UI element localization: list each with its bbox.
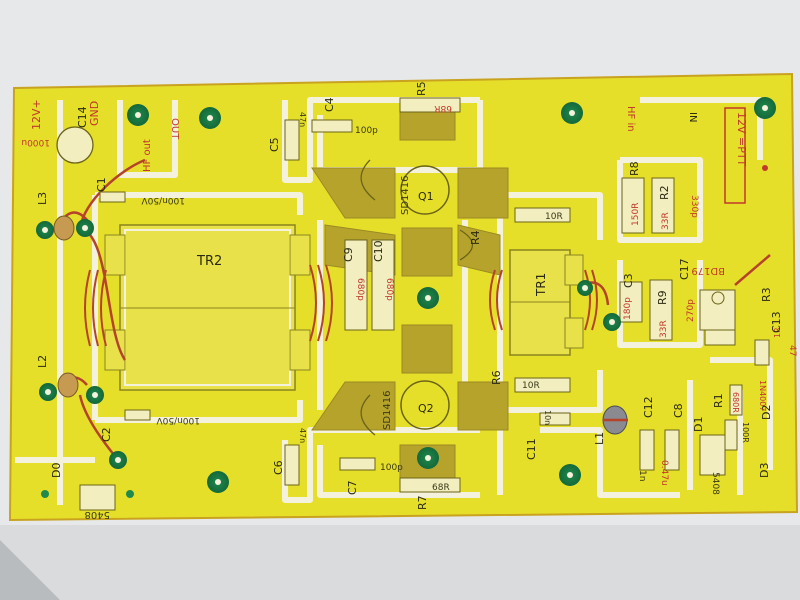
c10-ref: C10 xyxy=(372,240,385,262)
labels: 12V+ GND C14 1000u HF out OUT C1 100n/50… xyxy=(21,81,797,520)
c13-value: 47 xyxy=(787,345,797,356)
q2-part: SD1416 xyxy=(382,391,393,431)
copper-isolation-gaps xyxy=(15,97,773,505)
l2-body xyxy=(57,372,79,398)
r9-value: 33R xyxy=(659,320,669,338)
r4-value: 10R xyxy=(545,212,563,222)
hf-out-label: HF out xyxy=(142,139,153,172)
c6-value: 47n xyxy=(298,428,307,443)
r7-ref: R7 xyxy=(416,495,429,510)
c3-ref: C3 xyxy=(622,273,635,288)
ground-label: GND xyxy=(88,101,101,126)
passive-outlines xyxy=(79,97,770,511)
r8-value: 150R xyxy=(631,203,641,226)
c-330p-value: 330p xyxy=(689,195,699,218)
q2-ref: Q2 xyxy=(418,402,434,415)
transformer-windings xyxy=(84,264,598,347)
r2-value: 33R xyxy=(661,212,671,230)
l2-ref: L2 xyxy=(36,355,49,368)
c5-value: 47n xyxy=(298,112,307,127)
c12-ref: C12 xyxy=(642,396,655,418)
r9-ref: R9 xyxy=(656,290,669,305)
mounting-holes xyxy=(36,97,776,498)
c1-ref: C1 xyxy=(95,177,108,192)
c4-value: 100p xyxy=(355,126,378,136)
r5-value: 68R xyxy=(434,103,452,113)
d0-ref: D0 xyxy=(50,463,63,478)
r6-value: 10R xyxy=(522,381,540,391)
hf-in-mirror: IN xyxy=(687,112,698,122)
c3-value: 180p xyxy=(623,297,633,320)
l3-body xyxy=(53,215,75,241)
r1-ref: R1 xyxy=(712,393,725,408)
r7-value: 68R xyxy=(432,483,450,493)
c2-value: 100n/50V xyxy=(156,415,200,425)
c8-value: 0.47u xyxy=(659,460,669,486)
r3-ref: R3 xyxy=(760,287,773,302)
c14-ref: C14 xyxy=(76,106,89,128)
corner-shadow xyxy=(0,540,60,600)
c13-ref: C13 xyxy=(770,311,783,333)
hf-in-label: HF in xyxy=(625,106,636,132)
c14-body xyxy=(56,126,94,164)
d0-part: 5408 xyxy=(85,509,110,520)
c4-ref: C4 xyxy=(323,97,336,112)
q2-outline xyxy=(400,380,450,430)
r4-ref: R4 xyxy=(469,230,482,245)
r-100r-value: 100R xyxy=(741,422,750,443)
c11-value: 10n xyxy=(543,410,552,425)
q1-part: SD1416 xyxy=(400,176,411,216)
c17-value: 270p xyxy=(686,299,696,322)
c7-value: 100p xyxy=(380,463,403,473)
c9-ref: C9 xyxy=(342,247,355,262)
c8-ref: C8 xyxy=(672,403,685,418)
c1-value: 100n/50V xyxy=(141,195,185,205)
ptt-label: 12V =PTT xyxy=(735,112,748,166)
c11-ref: C11 xyxy=(525,438,538,460)
c17-ref: C17 xyxy=(678,258,691,280)
c14-value: 1000u xyxy=(21,137,50,147)
c9-value: 680p xyxy=(355,278,365,301)
d1-part: 5408 xyxy=(710,472,720,495)
r6-ref: R6 xyxy=(490,370,503,385)
l1-ref: L1 xyxy=(593,432,606,445)
q1-ref: Q1 xyxy=(418,190,434,203)
c10-value: 680p xyxy=(384,278,394,301)
c2-ref: C2 xyxy=(100,427,113,442)
d2-ref: D2 xyxy=(760,405,773,420)
r5-ref: R5 xyxy=(415,81,428,96)
r8-ref: R8 xyxy=(628,161,641,176)
tr1-ref: TR1 xyxy=(534,273,548,297)
r3-value: 1R xyxy=(773,327,782,338)
ptt-label-box xyxy=(724,107,746,204)
supply-label: 12V+ xyxy=(30,99,43,130)
paper-lower-shadow xyxy=(0,525,800,600)
d2-part: 1N4007 xyxy=(758,380,767,411)
l3-ref: L3 xyxy=(36,192,49,205)
d3-ref: D3 xyxy=(758,463,771,478)
r2-ref: R2 xyxy=(658,185,671,200)
tr2-ref: TR2 xyxy=(196,254,222,269)
c7-ref: C7 xyxy=(346,480,359,495)
c12-value: 1n xyxy=(637,470,647,481)
c6-ref: C6 xyxy=(272,460,285,475)
c5-ref: C5 xyxy=(268,137,281,152)
d1-ref: D1 xyxy=(692,417,705,432)
r1-value: 680R xyxy=(731,392,740,413)
q1-outline xyxy=(400,165,450,215)
hf-out-mirror: OUT xyxy=(169,118,180,140)
q3-part: BD179 xyxy=(691,265,725,276)
